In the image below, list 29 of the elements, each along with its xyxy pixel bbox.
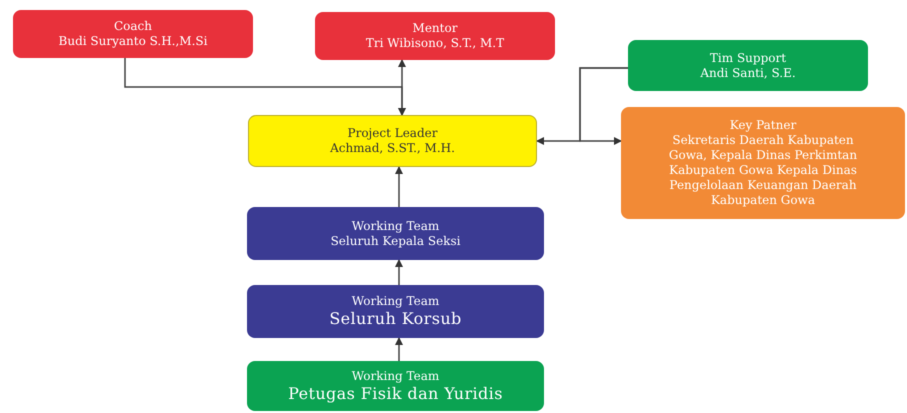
- role-title: Mentor: [412, 21, 458, 36]
- role-title: Working Team: [352, 294, 440, 309]
- connector-arrow: [579, 67, 628, 145]
- org-box: [247, 361, 544, 411]
- role-title: Tim Support: [710, 50, 786, 66]
- connector-arrow: [395, 166, 403, 207]
- role-title: Project Leader: [348, 126, 438, 141]
- member-name: Tri Wibisono, S.T., M.T: [366, 36, 504, 51]
- member-name: Achmad, S.ST., M.H.: [330, 141, 455, 156]
- org-box: [247, 207, 544, 260]
- org-box: [247, 285, 544, 338]
- member-name: Sekretaris Daerah Kabupaten Gowa, Kepala Dinas Perkimtan Kabupaten Gowa Kepala Dinas Pengelolaan Keuangan Daerah Kabupaten Gowa: [668, 133, 858, 208]
- member-name: Andi Santi, S.E.: [700, 66, 796, 80]
- member-name: Budi Suryanto S.H.,M.Si: [58, 34, 208, 49]
- role-title: Key Patner: [730, 118, 796, 133]
- member-name: Petugas Fisik dan Yuridis: [288, 384, 503, 404]
- connector-arrow: [398, 59, 406, 116]
- role-title: Working Team: [352, 368, 440, 384]
- role-title: Coach: [114, 19, 152, 34]
- org-box: [628, 40, 868, 91]
- connector-arrow: [395, 337, 403, 361]
- org-box: [248, 115, 537, 167]
- role-title: Working Team: [352, 218, 440, 234]
- connector-arrow: [395, 259, 403, 285]
- member-name: Seluruh Korsub: [329, 309, 462, 329]
- org-box: [13, 10, 253, 58]
- org-box: [315, 12, 555, 60]
- member-name: Seluruh Kepala Seksi: [330, 234, 460, 248]
- org-box: [621, 107, 905, 219]
